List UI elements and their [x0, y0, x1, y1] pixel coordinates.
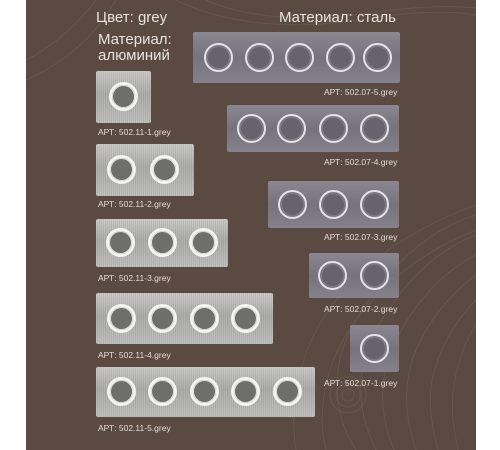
steel-frame-5-post[interactable] — [193, 32, 400, 83]
steel-frame-1-post[interactable] — [350, 325, 399, 372]
socket-opening — [360, 190, 389, 219]
steel-art-3: АРТ: 502.07-3.grey — [324, 232, 398, 242]
socket-opening — [231, 304, 260, 333]
socket-opening — [326, 43, 355, 72]
steel-art-2: АРТ: 502.07-2.grey — [324, 304, 398, 314]
socket-opening — [285, 43, 314, 72]
socket-opening — [319, 114, 348, 143]
socket-opening — [148, 377, 177, 406]
aluminium-art-4: АРТ: 502.11-4.grey — [98, 350, 171, 360]
aluminium-art-1: АРТ: 502.11-1.grey — [98, 127, 171, 137]
socket-opening — [319, 190, 348, 219]
aluminium-frame-3-post[interactable] — [96, 219, 228, 267]
socket-opening — [318, 261, 347, 290]
socket-opening — [204, 43, 233, 72]
socket-opening — [189, 228, 218, 257]
socket-opening — [190, 304, 219, 333]
material-aluminium-label-line1: Материал: — [98, 31, 172, 48]
socket-opening — [245, 43, 274, 72]
socket-opening — [107, 304, 136, 333]
aluminium-frame-1-post[interactable] — [96, 71, 151, 123]
socket-opening — [109, 82, 138, 111]
socket-opening — [237, 114, 266, 143]
socket-opening — [277, 114, 306, 143]
material-aluminium-label-line2: алюминий — [98, 47, 170, 64]
aluminium-art-2: АРТ: 502.11-2.grey — [98, 199, 171, 209]
socket-opening — [278, 190, 307, 219]
steel-frame-2-post[interactable] — [309, 253, 399, 298]
socket-opening — [360, 334, 389, 363]
socket-opening — [231, 377, 260, 406]
aluminium-frame-4-post[interactable] — [96, 293, 273, 344]
steel-frame-3-post[interactable] — [268, 181, 399, 228]
socket-opening — [273, 377, 302, 406]
catalog-panel: Цвет: grey Материал: алюминий Материал: … — [26, 0, 476, 450]
socket-opening — [360, 261, 389, 290]
steel-frame-4-post[interactable] — [227, 105, 399, 152]
aluminium-art-5: АРТ: 502.11-5.grey — [98, 423, 171, 433]
material-steel-label: Материал: сталь — [279, 9, 396, 26]
aluminium-frame-2-post[interactable] — [96, 144, 194, 196]
steel-art-4: АРТ: 502.07-4.grey — [324, 157, 398, 167]
socket-opening — [148, 228, 177, 257]
aluminium-art-3: АРТ: 502.11-3.grey — [98, 273, 171, 283]
socket-opening — [107, 377, 136, 406]
socket-opening — [148, 304, 177, 333]
topographic-background — [26, 0, 476, 450]
socket-opening — [150, 155, 179, 184]
socket-opening — [363, 43, 392, 72]
color-label: Цвет: grey — [96, 9, 168, 26]
steel-art-5: АРТ: 502.07-5.grey — [324, 87, 398, 97]
aluminium-frame-5-post[interactable] — [96, 367, 315, 417]
socket-opening — [360, 114, 389, 143]
socket-opening — [107, 155, 136, 184]
socket-opening — [106, 228, 135, 257]
steel-art-1: АРТ: 502.07-1.grey — [324, 378, 398, 388]
socket-opening — [190, 377, 219, 406]
